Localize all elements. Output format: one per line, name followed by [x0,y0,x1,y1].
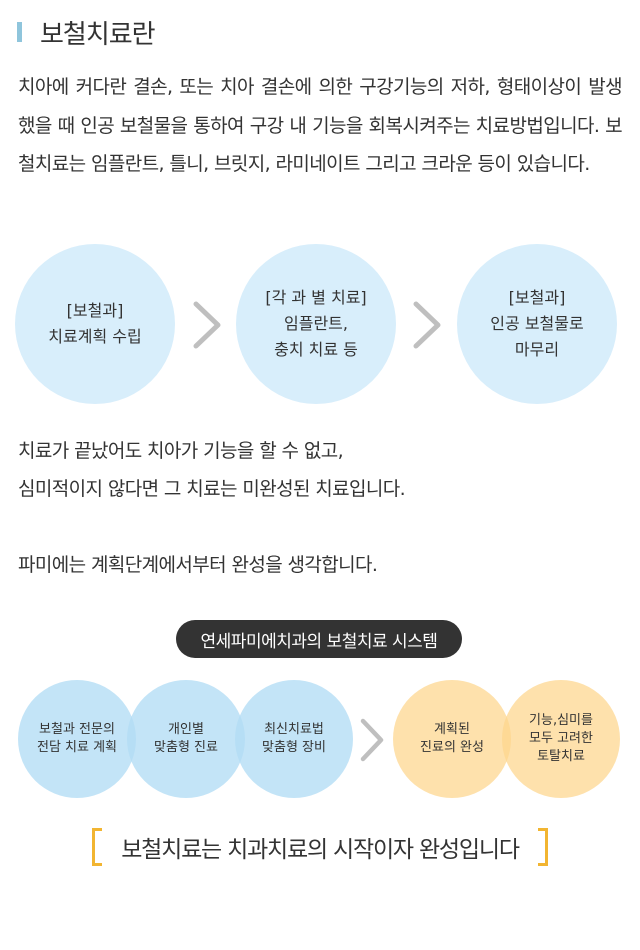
system-blue-circle-2-line-2: 맞춤형 진료 [154,740,218,755]
process-step-1-line-2: 치료계획 수립 [48,327,142,346]
system-orange-circle-1: 계획된 진료의 완성 [393,680,511,798]
system-blue-circle-1: 보철과 전문의 전담 치료 계획 [18,680,136,798]
system-orange-circle-2-line-2: 모두 고려한 [529,731,593,746]
process-step-3: [보철과] 인공 보철물로 마무리 [457,244,617,404]
system-orange-circle-2-line-3: 토탈치료 [537,749,585,764]
system-blue-circle-3: 최신치료법 맞춤형 장비 [235,680,353,798]
process-step-1: [보철과] 치료계획 수립 [15,244,175,404]
slogan-right-bracket [538,828,548,866]
process-step-3-line-2: 인공 보철물로 [490,314,584,333]
body-text-line-1: 치료가 끝났어도 치아가 기능을 할 수 없고, [18,440,344,462]
system-blue-circle-1-line-1: 보철과 전문의 [39,722,115,737]
system-orange-circle-2-line-1: 기능,심미를 [529,713,593,728]
system-blue-circle-2-line-1: 개인별 [168,722,204,737]
chevron-right-icon [360,718,384,762]
system-orange-circle-2: 기능,심미를 모두 고려한 토탈치료 [502,680,620,798]
body-text-line-2: 심미적이지 않다면 그 치료는 미완성된 치료입니다. [18,478,406,500]
process-step-2-line-2: 임플란트, [284,314,348,333]
process-step-3-line-3: 마무리 [514,340,560,359]
chevron-right-icon [193,301,221,349]
slogan-left-bracket [92,828,102,866]
system-blue-circle-1-line-2: 전담 치료 계획 [36,740,118,755]
process-step-2: [각 과 별 치료] 임플란트, 충치 치료 등 [236,244,396,404]
process-step-3-line-1: [보철과] [508,288,566,307]
chevron-right-icon [413,301,441,349]
slogan-text: 보철치료는 치과치료의 시작이자 완성입니다 [121,837,520,863]
intro-paragraph: 치아에 커다란 결손, 또는 치아 결손에 의한 구강기능의 저하, 형태이상이… [18,76,623,175]
system-orange-circle-1-line-1: 계획된 [434,722,470,737]
process-step-1-line-1: [보철과] [66,301,124,320]
process-step-2-line-3: 충치 치료 등 [274,340,358,359]
system-blue-circle-3-line-2: 맞춤형 장비 [262,740,326,755]
system-blue-circle-2: 개인별 맞춤형 진료 [127,680,245,798]
page-title: 보철치료란 [40,20,156,50]
system-blue-circle-3-line-1: 최신치료법 [264,722,324,737]
process-step-2-line-1: [각 과 별 치료] [265,288,367,307]
body-text-line-3: 파미에는 계획단계에서부터 완성을 생각합니다. [18,554,378,576]
system-title-pill: 연세파미에치과의 보철치료 시스템 [176,620,462,658]
title-accent-bar [17,22,22,42]
system-orange-circle-1-line-2: 진료의 완성 [420,740,484,755]
